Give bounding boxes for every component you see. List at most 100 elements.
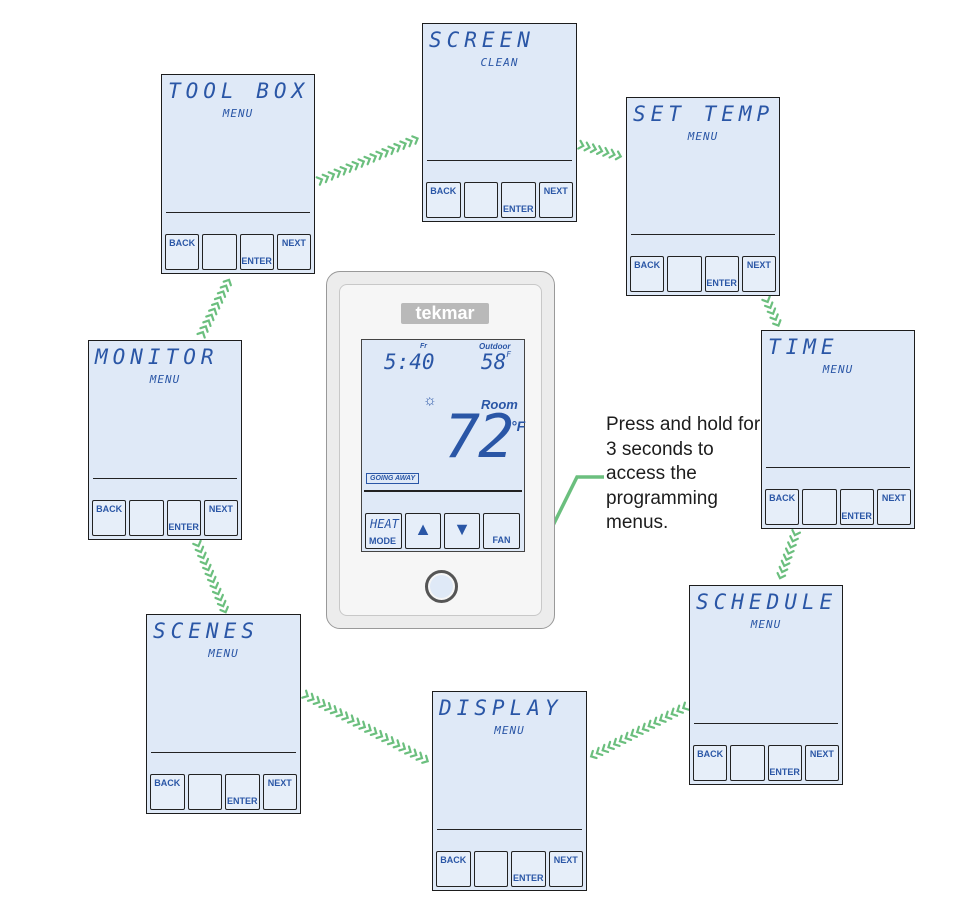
- next-label: NEXT: [746, 260, 771, 270]
- menu-title: DISPLAY: [439, 696, 563, 720]
- next-button[interactable]: NEXT: [741, 256, 776, 292]
- outdoor-label: Outdoor: [479, 342, 511, 351]
- screen-divider: [437, 828, 582, 830]
- screen-divider: [93, 477, 237, 479]
- time-menu-screen: TIME MENU BACK ENTER NEXT: [761, 330, 915, 529]
- fan-button[interactable]: FAN: [483, 513, 520, 549]
- blank-button[interactable]: [667, 256, 702, 292]
- back-label: BACK: [154, 778, 181, 788]
- temp-down-button[interactable]: ▼: [444, 513, 480, 549]
- screen-divider: [631, 233, 775, 235]
- brand-logo: tekmar: [401, 303, 489, 324]
- enter-button[interactable]: ENTER: [767, 745, 802, 781]
- back-button[interactable]: BACK: [92, 500, 127, 536]
- back-label: BACK: [169, 238, 196, 248]
- back-button[interactable]: BACK: [765, 489, 800, 525]
- heat-mode-button[interactable]: HEAT MODE: [365, 513, 402, 549]
- set-temp-menu-screen: SET TEMP MENU BACK ENTER NEXT: [626, 97, 780, 296]
- back-button[interactable]: BACK: [436, 851, 471, 887]
- next-button[interactable]: NEXT: [262, 774, 297, 810]
- scenes-menu-screen: SCENES MENU BACK ENTER NEXT: [146, 614, 301, 814]
- program-button[interactable]: [425, 570, 458, 603]
- next-label: NEXT: [281, 238, 306, 248]
- clock-time: 5:40: [384, 350, 435, 374]
- enter-label: ENTER: [168, 522, 199, 532]
- screen-divider: [427, 159, 572, 161]
- enter-button[interactable]: ENTER: [704, 256, 739, 292]
- arrow-schedule-to-display: [589, 701, 690, 760]
- display-menu-screen: DISPLAY MENU BACK ENTER NEXT: [432, 691, 587, 891]
- back-button[interactable]: BACK: [630, 256, 665, 292]
- enter-button[interactable]: ENTER: [839, 489, 874, 525]
- menu-subtitle: MENU: [222, 107, 254, 120]
- next-button[interactable]: NEXT: [276, 234, 311, 270]
- room-temp-unit: °F: [511, 418, 526, 434]
- back-label: BACK: [440, 855, 467, 865]
- enter-label: ENTER: [226, 796, 258, 806]
- back-button[interactable]: BACK: [165, 234, 200, 270]
- blank-button[interactable]: [202, 234, 237, 270]
- menu-subtitle: MENU: [494, 724, 525, 737]
- fan-label: FAN: [492, 535, 511, 545]
- back-button[interactable]: BACK: [150, 774, 185, 810]
- enter-button[interactable]: ENTER: [225, 774, 260, 810]
- next-label: NEXT: [208, 504, 233, 514]
- screen-divider: [694, 722, 838, 724]
- arrow-time-to-schedule: [776, 528, 802, 580]
- menu-title: SET TEMP: [633, 102, 775, 126]
- enter-button[interactable]: ENTER: [239, 234, 274, 270]
- menu-subtitle: MENU: [208, 647, 239, 660]
- next-button[interactable]: NEXT: [804, 745, 839, 781]
- next-button[interactable]: NEXT: [203, 500, 238, 536]
- screen-divider: [151, 751, 296, 753]
- enter-label: ENTER: [841, 511, 872, 521]
- mode-label: MODE: [369, 536, 396, 546]
- blank-button[interactable]: [463, 182, 498, 218]
- next-label: NEXT: [881, 493, 906, 503]
- next-label: NEXT: [267, 778, 292, 788]
- back-label: BACK: [634, 260, 661, 270]
- blank-button[interactable]: [473, 851, 508, 887]
- screen-divider: [766, 466, 910, 468]
- enter-label: ENTER: [769, 767, 800, 777]
- next-button[interactable]: NEXT: [548, 851, 583, 887]
- going-away-indicator: GOING AWAY: [366, 473, 420, 484]
- thermostat-lcd: 5:40 Fr Outdoor 58F ☼ Room 72 °F GOING A…: [361, 339, 525, 552]
- enter-label: ENTER: [512, 873, 544, 883]
- outdoor-temp-value: 58: [481, 350, 507, 374]
- arrow-scenes-to-monitor: [192, 539, 229, 614]
- enter-button[interactable]: ENTER: [166, 500, 201, 536]
- sun-icon: ☼: [423, 392, 437, 409]
- next-label: NEXT: [809, 749, 834, 759]
- enter-button[interactable]: ENTER: [501, 182, 536, 218]
- menu-title: SCREEN: [429, 28, 535, 52]
- screen-divider: [166, 211, 310, 213]
- arrow-toolbox-to-screen: [315, 135, 419, 186]
- blank-button[interactable]: [129, 500, 164, 536]
- thermostat-device: tekmar 5:40 Fr Outdoor 58F ☼ Room 72 °F …: [326, 271, 555, 629]
- next-button[interactable]: NEXT: [538, 182, 573, 218]
- instruction-caption: Press and hold for 3 seconds to access t…: [606, 414, 761, 533]
- menu-title: TOOL BOX: [168, 79, 310, 103]
- enter-label: ENTER: [706, 278, 737, 288]
- screen-clean-menu-screen: SCREEN CLEAN BACK ENTER NEXT: [422, 23, 577, 222]
- next-button[interactable]: NEXT: [876, 489, 911, 525]
- temp-up-button[interactable]: ▲: [405, 513, 441, 549]
- menu-subtitle: MENU: [822, 363, 854, 376]
- tool-box-menu-screen: TOOL BOX MENU BACK ENTER NEXT: [161, 74, 315, 274]
- menu-subtitle: CLEAN: [480, 56, 519, 69]
- room-label: Room: [481, 397, 518, 412]
- back-button[interactable]: BACK: [426, 182, 461, 218]
- back-label: BACK: [697, 749, 724, 759]
- back-button[interactable]: BACK: [693, 745, 728, 781]
- blank-button[interactable]: [187, 774, 222, 810]
- menu-title: MONITOR: [95, 345, 219, 369]
- up-arrow-icon: ▲: [414, 519, 432, 539]
- enter-label: ENTER: [502, 204, 534, 214]
- next-label: NEXT: [543, 186, 568, 196]
- enter-button[interactable]: ENTER: [511, 851, 546, 887]
- blank-button[interactable]: [802, 489, 837, 525]
- arrow-display-to-scenes: [301, 689, 430, 764]
- blank-button[interactable]: [730, 745, 765, 781]
